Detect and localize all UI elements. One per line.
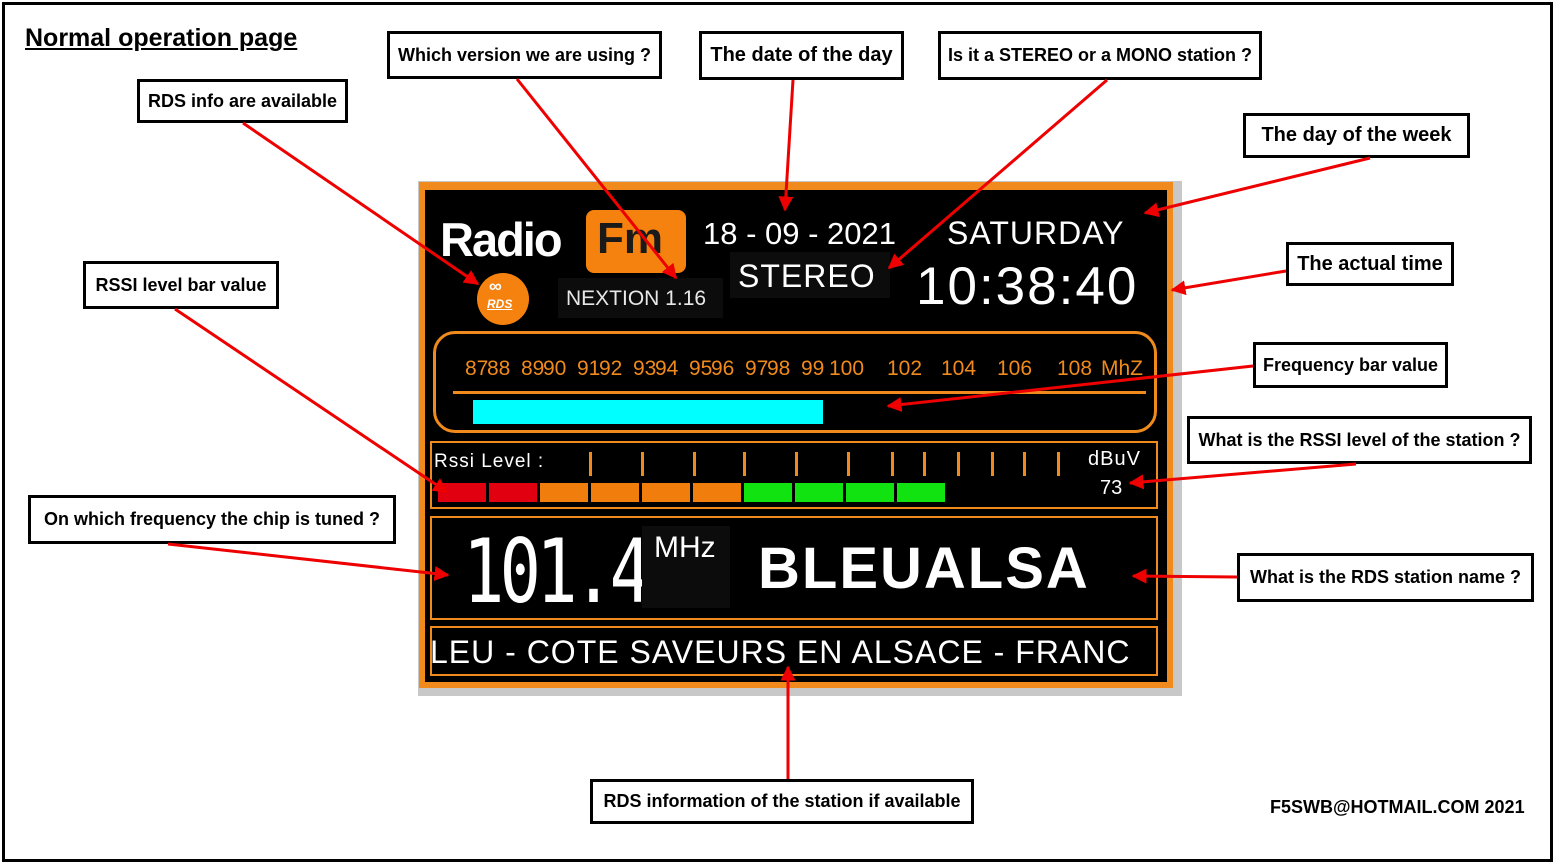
rssi-tick: [589, 452, 592, 476]
frequency-scale-label: 96: [711, 357, 734, 380]
frequency-bar-fill: [473, 400, 823, 424]
rssi-value: 73: [1100, 477, 1123, 499]
callout-rssi-level: What is the RSSI level of the station ?: [1187, 416, 1532, 464]
rssi-level-bar: [438, 483, 945, 503]
rssi-segment: [438, 483, 486, 502]
rssi-tick: [1023, 452, 1026, 476]
radiotext-panel: LEU - COTE SAVEURS EN ALSACE - FRANC: [430, 626, 1158, 676]
rssi-tick: [743, 452, 746, 476]
version-text: NEXTION 1.16: [566, 287, 707, 310]
rssi-segment: [591, 483, 639, 502]
tuned-frequency: 101.4: [463, 520, 651, 623]
frequency-scale-label: 108: [1057, 357, 1092, 380]
frequency-scale-label: 95: [689, 357, 712, 380]
frequency-scale-label: 89: [521, 357, 544, 380]
nextion-screen: Radio Fm RDS ∞ NEXTION 1.16 18 - 09 - 20…: [425, 190, 1167, 682]
footer-email: F5SWB@HOTMAIL.COM 2021: [1270, 797, 1525, 817]
frequency-unit: MHz: [654, 531, 716, 564]
frequency-scale-label: 90: [543, 357, 566, 380]
callout-day-of-week: The day of the week: [1243, 113, 1470, 158]
date-text: 18 - 09 - 2021: [703, 216, 897, 251]
callout-station-name: What is the RDS station name ?: [1237, 553, 1534, 602]
frequency-scale-label: 104: [941, 357, 976, 380]
rds-badge-label: RDS: [487, 297, 513, 311]
station-name: BLEUALSA: [758, 536, 1090, 601]
rssi-ticks: [425, 452, 1167, 478]
rssi-segment: [897, 483, 945, 502]
time-text: 10:38:40: [916, 257, 1139, 316]
rds-icon: [477, 273, 529, 325]
callout-tuned-frequency: On which frequency the chip is tuned ?: [28, 495, 396, 544]
frequency-scale-label: 98: [767, 357, 790, 380]
day-text: SATURDAY: [947, 215, 1125, 251]
stereo-box: [730, 252, 890, 298]
rssi-tick: [847, 452, 850, 476]
logo-fm: Fm: [597, 214, 663, 263]
rssi-segment: [693, 483, 741, 502]
rssi-tick: [923, 452, 926, 476]
frequency-scale-label: 97: [745, 357, 768, 380]
stereo-text: STEREO: [738, 258, 876, 294]
logo-radio: Radio: [440, 213, 563, 266]
frequency-scale-label: 87: [465, 357, 488, 380]
frequency-scale-label: 93: [633, 357, 656, 380]
rds-badge-symbol: ∞: [489, 276, 502, 296]
radiotext: LEU - COTE SAVEURS EN ALSACE - FRANC: [430, 634, 1131, 670]
rssi-tick: [891, 452, 894, 476]
callout-rds-information: RDS information of the station if availa…: [590, 779, 974, 824]
rssi-tick: [693, 452, 696, 476]
version-box: [558, 278, 723, 318]
frequency-scale-line: [453, 391, 1146, 394]
rssi-tick: [641, 452, 644, 476]
frequency-scale-label: 99: [801, 357, 824, 380]
frequency-scale-label: MhZ: [1101, 357, 1143, 380]
frequency-scale-label: 91: [577, 357, 600, 380]
rssi-segment: [795, 483, 843, 502]
rssi-segment: [846, 483, 894, 502]
frequency-unit-box: [642, 526, 730, 608]
rssi-segment: [540, 483, 588, 502]
page-title: Normal operation page: [25, 24, 298, 52]
frequency-bar-track: [473, 400, 1146, 424]
callout-version: Which version we are using ?: [387, 31, 662, 79]
callout-actual-time: The actual time: [1286, 242, 1454, 286]
rssi-tick: [795, 452, 798, 476]
callout-rds-info: RDS info are available: [137, 79, 348, 123]
frequency-scale-label: 106: [997, 357, 1032, 380]
rssi-tick: [957, 452, 960, 476]
frequency-scale-label: 100: [829, 357, 864, 380]
rssi-tick: [1057, 452, 1060, 476]
callout-date: The date of the day: [699, 31, 904, 80]
rssi-segment: [489, 483, 537, 502]
rssi-unit: dBuV: [1088, 448, 1141, 470]
callout-frequency-bar: Frequency bar value: [1253, 342, 1448, 388]
rssi-tick: [991, 452, 994, 476]
callout-rssi-bar: RSSI level bar value: [83, 261, 279, 309]
rssi-segment: [642, 483, 690, 502]
frequency-scale-label: 92: [599, 357, 622, 380]
rssi-segment: [744, 483, 792, 502]
callout-stereo: Is it a STEREO or a MONO station ?: [938, 31, 1262, 80]
rssi-label: Rssi Level :: [434, 451, 545, 472]
frequency-scale-label: 94: [655, 357, 679, 380]
frequency-scale-label: 102: [887, 357, 922, 380]
frequency-scale-label: 88: [487, 357, 510, 380]
